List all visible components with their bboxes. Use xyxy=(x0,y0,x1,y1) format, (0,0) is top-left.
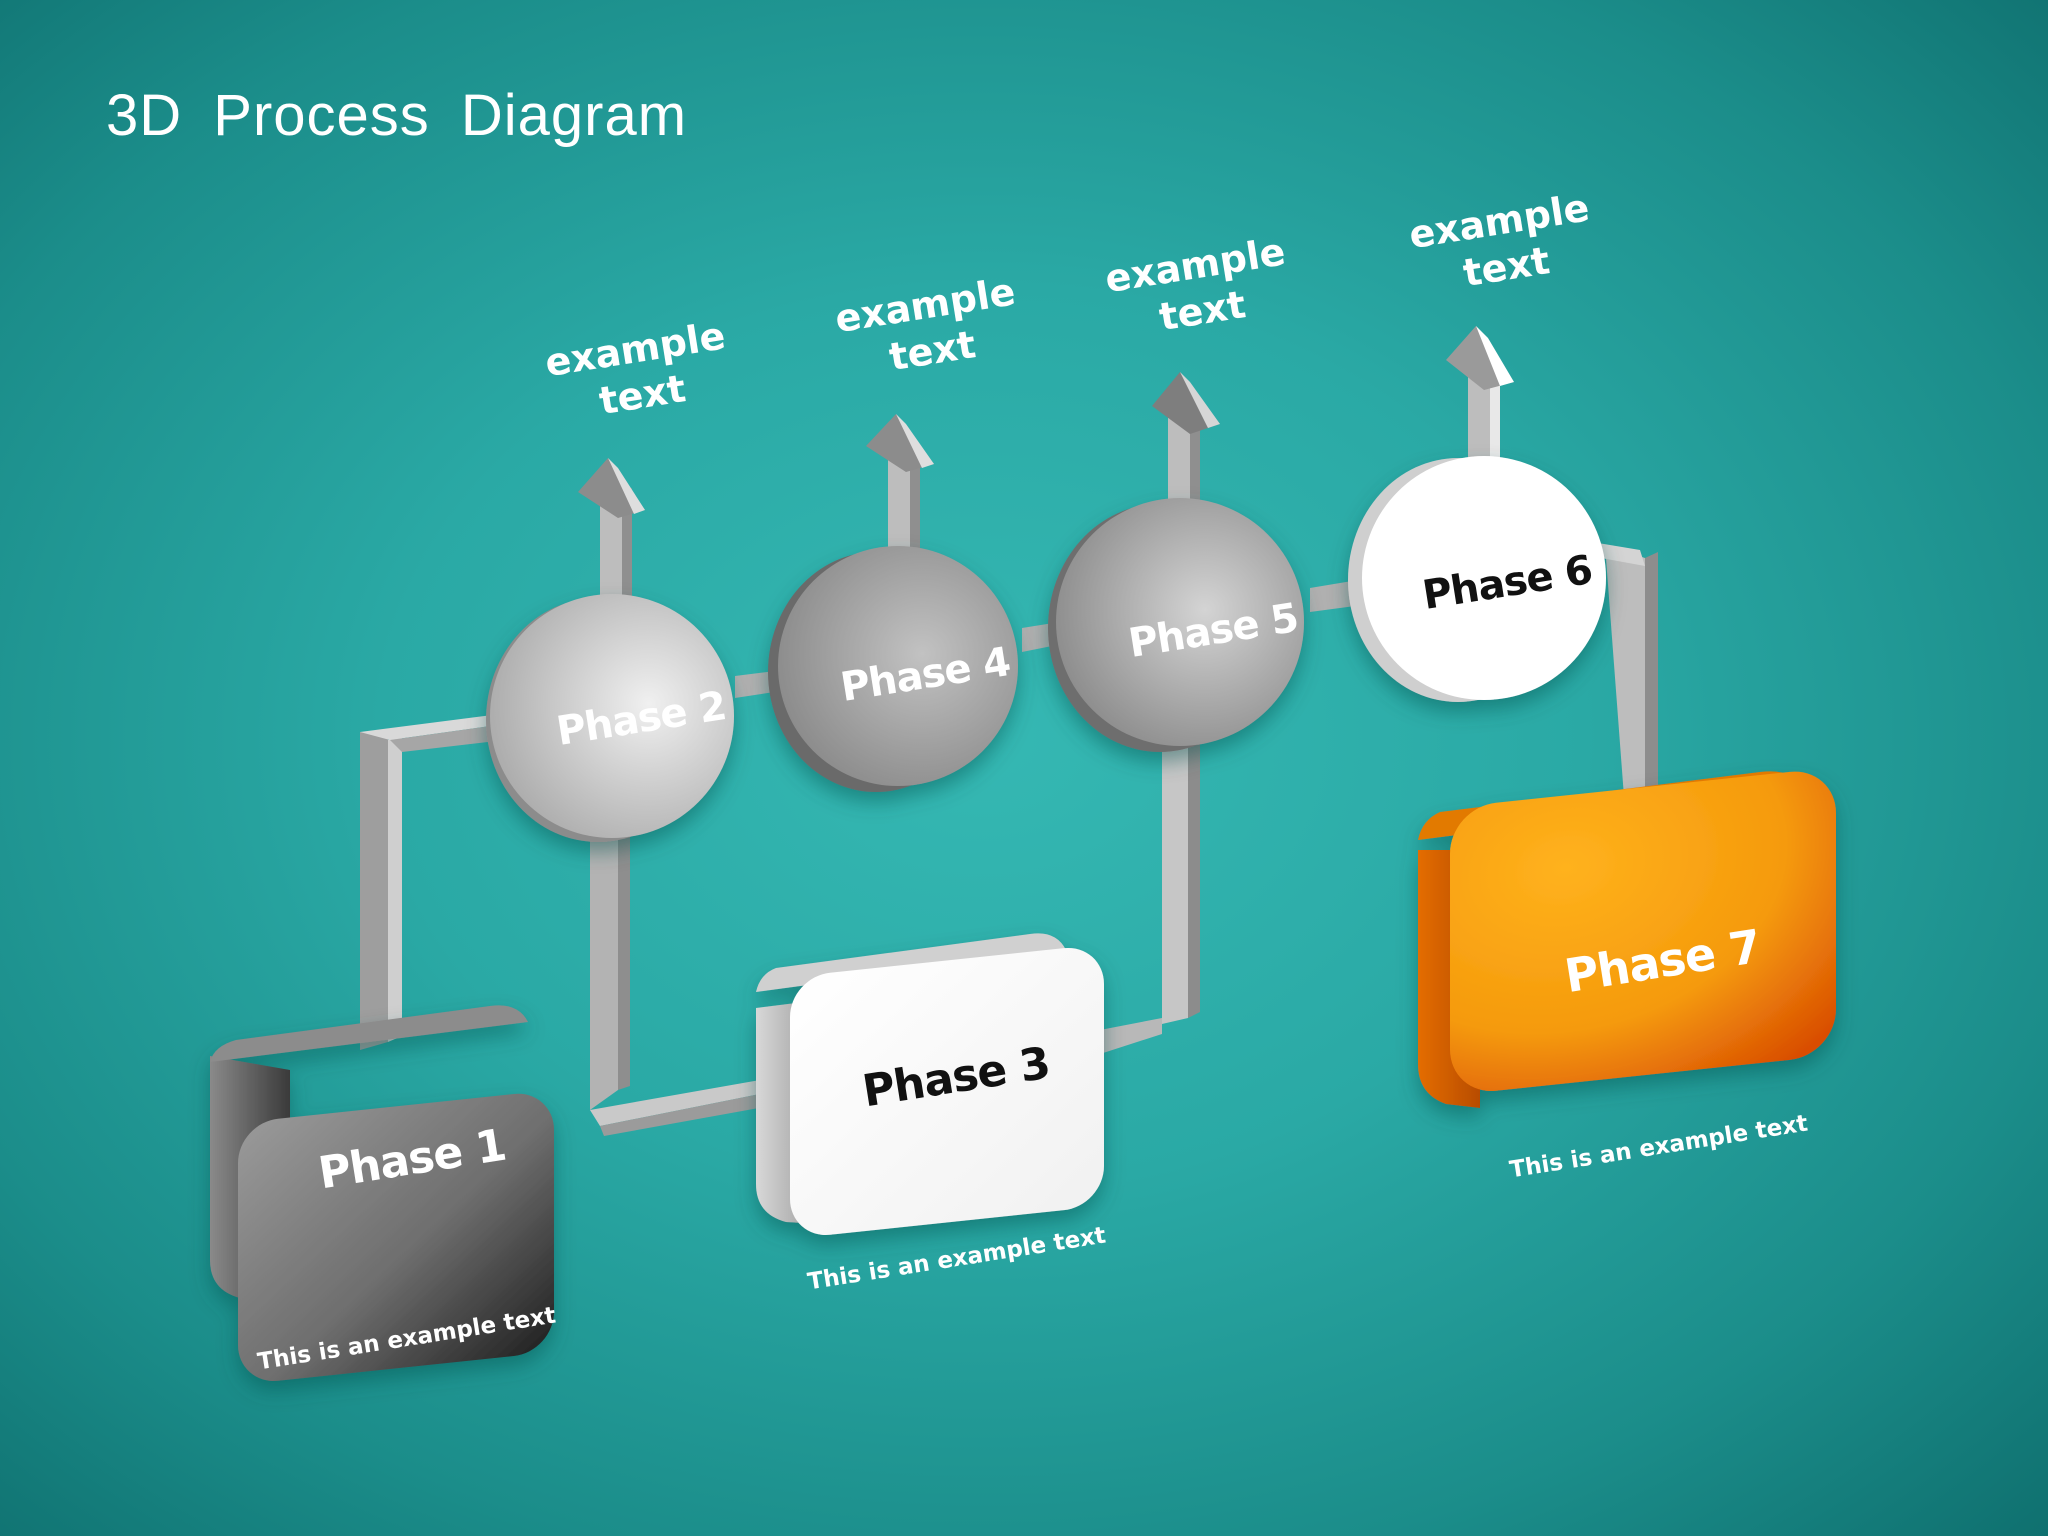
connector-phase2-phase3 xyxy=(590,814,770,1136)
connector-phase1-phase2 xyxy=(360,714,505,1050)
arrow-up-phase4 xyxy=(866,414,934,556)
box-phase1[interactable] xyxy=(210,1005,554,1385)
arrow-up-phase2 xyxy=(578,458,645,604)
arrow-up-phase5 xyxy=(1152,372,1220,520)
box-phase3[interactable] xyxy=(756,933,1104,1239)
circle-phase4[interactable] xyxy=(768,546,1018,792)
circle-phase2[interactable] xyxy=(486,594,734,842)
connector-phase3-phase5 xyxy=(1100,742,1200,1054)
box-phase7[interactable] xyxy=(1418,767,1836,1108)
circle-phase6[interactable] xyxy=(1348,456,1606,702)
circle-phase5[interactable] xyxy=(1048,498,1304,752)
page-title: 3D Process Diagram xyxy=(106,83,688,148)
arrow-up-phase6 xyxy=(1446,326,1514,476)
